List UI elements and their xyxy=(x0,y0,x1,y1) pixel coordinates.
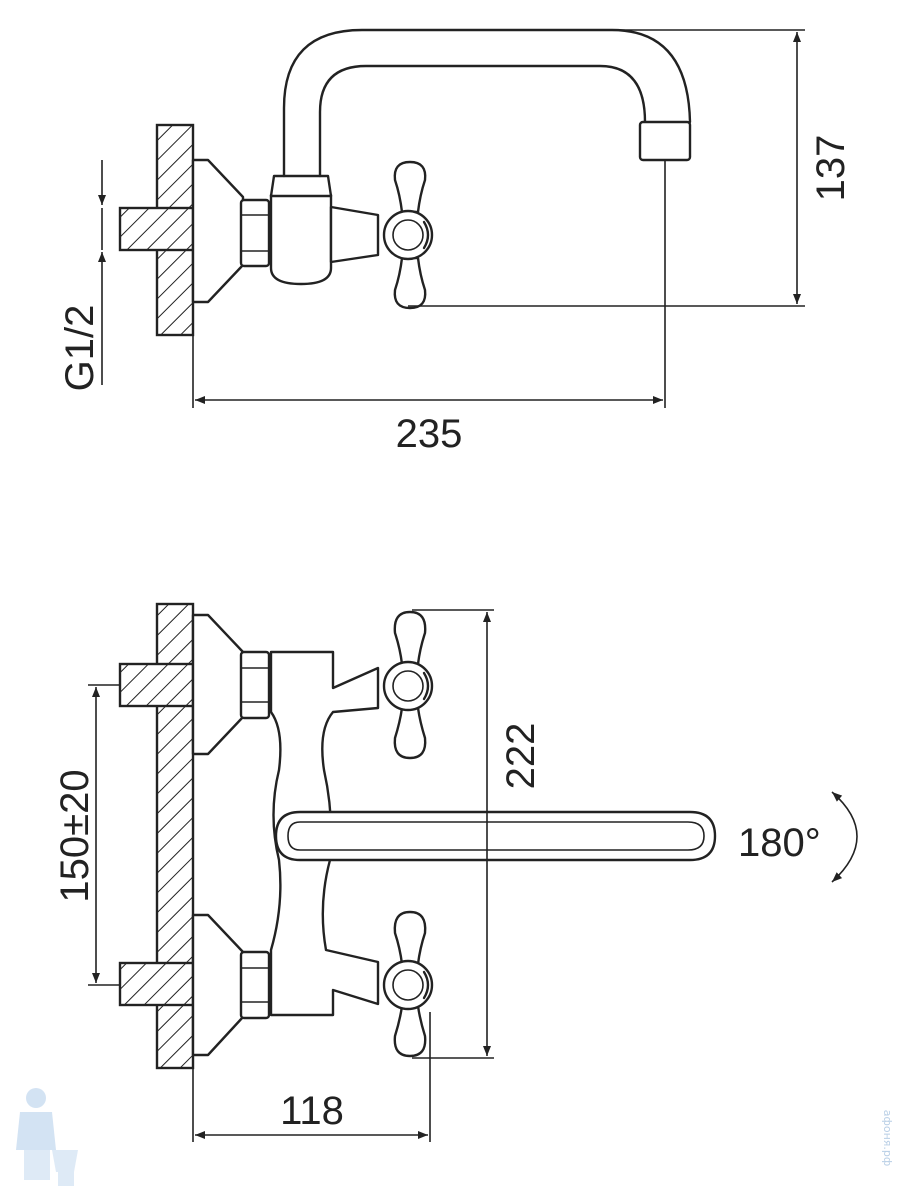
side-view: G1/2 235 137 xyxy=(58,28,853,456)
escutcheon-side xyxy=(191,158,245,304)
spout-aerator-side xyxy=(638,120,692,162)
upper-hex-nut xyxy=(239,650,271,720)
spout-nut-side xyxy=(269,174,333,198)
inlet-spacing-label: 150±20 xyxy=(53,769,97,902)
cross-handle-side xyxy=(382,160,434,310)
depth-label: 118 xyxy=(280,1089,344,1133)
valve-stem-side xyxy=(329,205,380,264)
lower-escutcheon xyxy=(191,913,245,1057)
dimension-spout-height: 137 xyxy=(408,29,853,307)
lower-inlet-pipe xyxy=(118,961,195,1007)
dimension-depth: 118 xyxy=(192,1012,431,1142)
spout-height-label: 137 xyxy=(809,135,853,202)
plumber-mascot-icon xyxy=(16,1088,78,1186)
inlet-pipe-side xyxy=(118,206,195,252)
thread-label: G1/2 xyxy=(58,305,102,392)
upper-cross-handle xyxy=(382,610,434,760)
dimension-total-height: 222 xyxy=(412,609,543,1059)
hex-nut-side xyxy=(239,198,271,268)
upper-inlet-pipe xyxy=(118,662,195,708)
mixer-body-side xyxy=(269,193,333,286)
dimension-spout-length: 235 xyxy=(192,160,666,456)
lower-hex-nut xyxy=(239,950,271,1020)
dimension-inlet-spacing: 150±20 xyxy=(53,684,120,986)
lower-cross-handle xyxy=(382,910,434,1058)
swivel-angle-label: 180° xyxy=(738,821,821,865)
watermark-text: афоня.рф xyxy=(881,1110,894,1167)
total-height-label: 222 xyxy=(499,723,543,790)
dimension-thread: G1/2 xyxy=(58,160,106,392)
spout-length-label: 235 xyxy=(396,412,463,456)
spout-front xyxy=(274,810,717,862)
spout-side xyxy=(282,28,692,178)
upper-escutcheon xyxy=(191,613,245,756)
swivel-angle-indicator: 180° xyxy=(738,791,858,883)
front-view: 150±20 222 118 180° xyxy=(53,602,858,1142)
